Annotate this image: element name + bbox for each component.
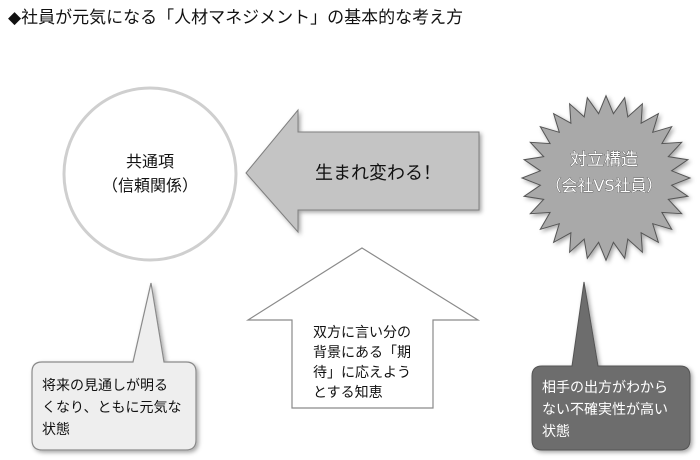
left-callout-line3: 状態 — [42, 422, 70, 438]
left-arrow-label: 生まれ変わる！ — [315, 163, 441, 184]
right-callout: 相手の出方がわから ない不確実性が高い 状態 — [531, 281, 691, 451]
right-callout-line1: 相手の出方がわから — [542, 380, 668, 396]
left-callout: 将来の見通しが明る くなり、ともに元気な 状態 — [31, 282, 197, 451]
up-arrow-line2: 背景にある「期 — [313, 345, 411, 361]
up-arrow-line3: 待」に応えよう — [313, 365, 411, 381]
conflict-starburst: 対立構造 （会社VS社員） — [520, 94, 692, 262]
left-callout-line2: くなり、ともに元気な — [42, 400, 181, 416]
up-arrow-line4: とする知恵 — [313, 384, 383, 401]
left-callout-line1: 将来の見通しが明る — [42, 378, 168, 394]
page-title: ◆社員が元気になる「人材マネジメント」の基本的な考え方 — [8, 8, 464, 28]
circle-label-line2: （信頼関係） — [102, 176, 198, 195]
right-callout-line2: ない不確実性が高い — [542, 401, 668, 418]
up-arrow: 双方に言い分の 背景にある「期 待」に応えよう とする知恵 — [245, 247, 481, 409]
starburst-label-line2: （会社VS社員） — [545, 176, 662, 195]
circle-label-line1: 共通項 — [126, 152, 174, 171]
right-callout-line3: 状態 — [542, 424, 570, 440]
starburst-label-line1: 対立構造 — [570, 150, 638, 170]
up-arrow-line1: 双方に言い分の — [313, 325, 411, 341]
left-arrow: 生まれ変わる！ — [245, 108, 480, 234]
common-ground-circle: 共通項 （信頼関係） — [62, 86, 238, 262]
